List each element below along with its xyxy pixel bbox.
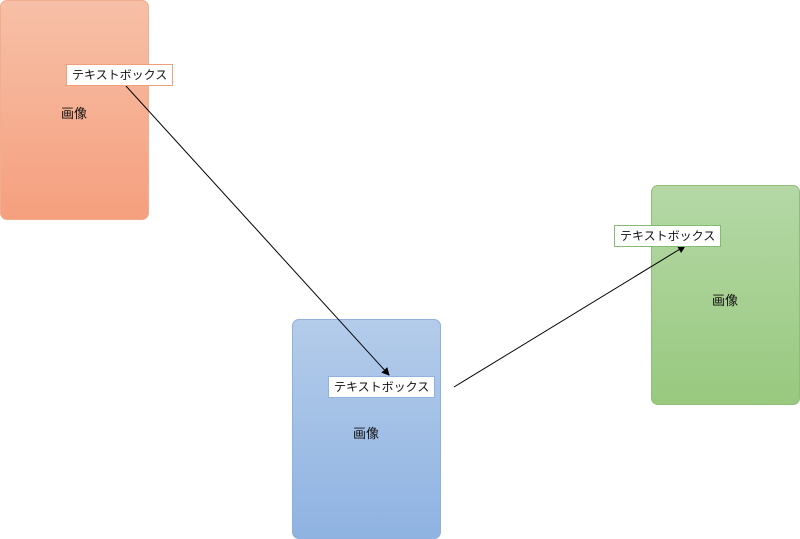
image-label-orange: 画像 <box>61 107 88 122</box>
textbox-blue[interactable]: テキストボックス <box>328 376 436 398</box>
image-card-orange[interactable] <box>0 0 149 220</box>
image-label-blue: 画像 <box>353 427 380 442</box>
textbox-orange[interactable]: テキストボックス <box>66 64 174 86</box>
textbox-green[interactable]: テキストボックス <box>614 225 722 247</box>
image-label-green: 画像 <box>712 294 739 309</box>
